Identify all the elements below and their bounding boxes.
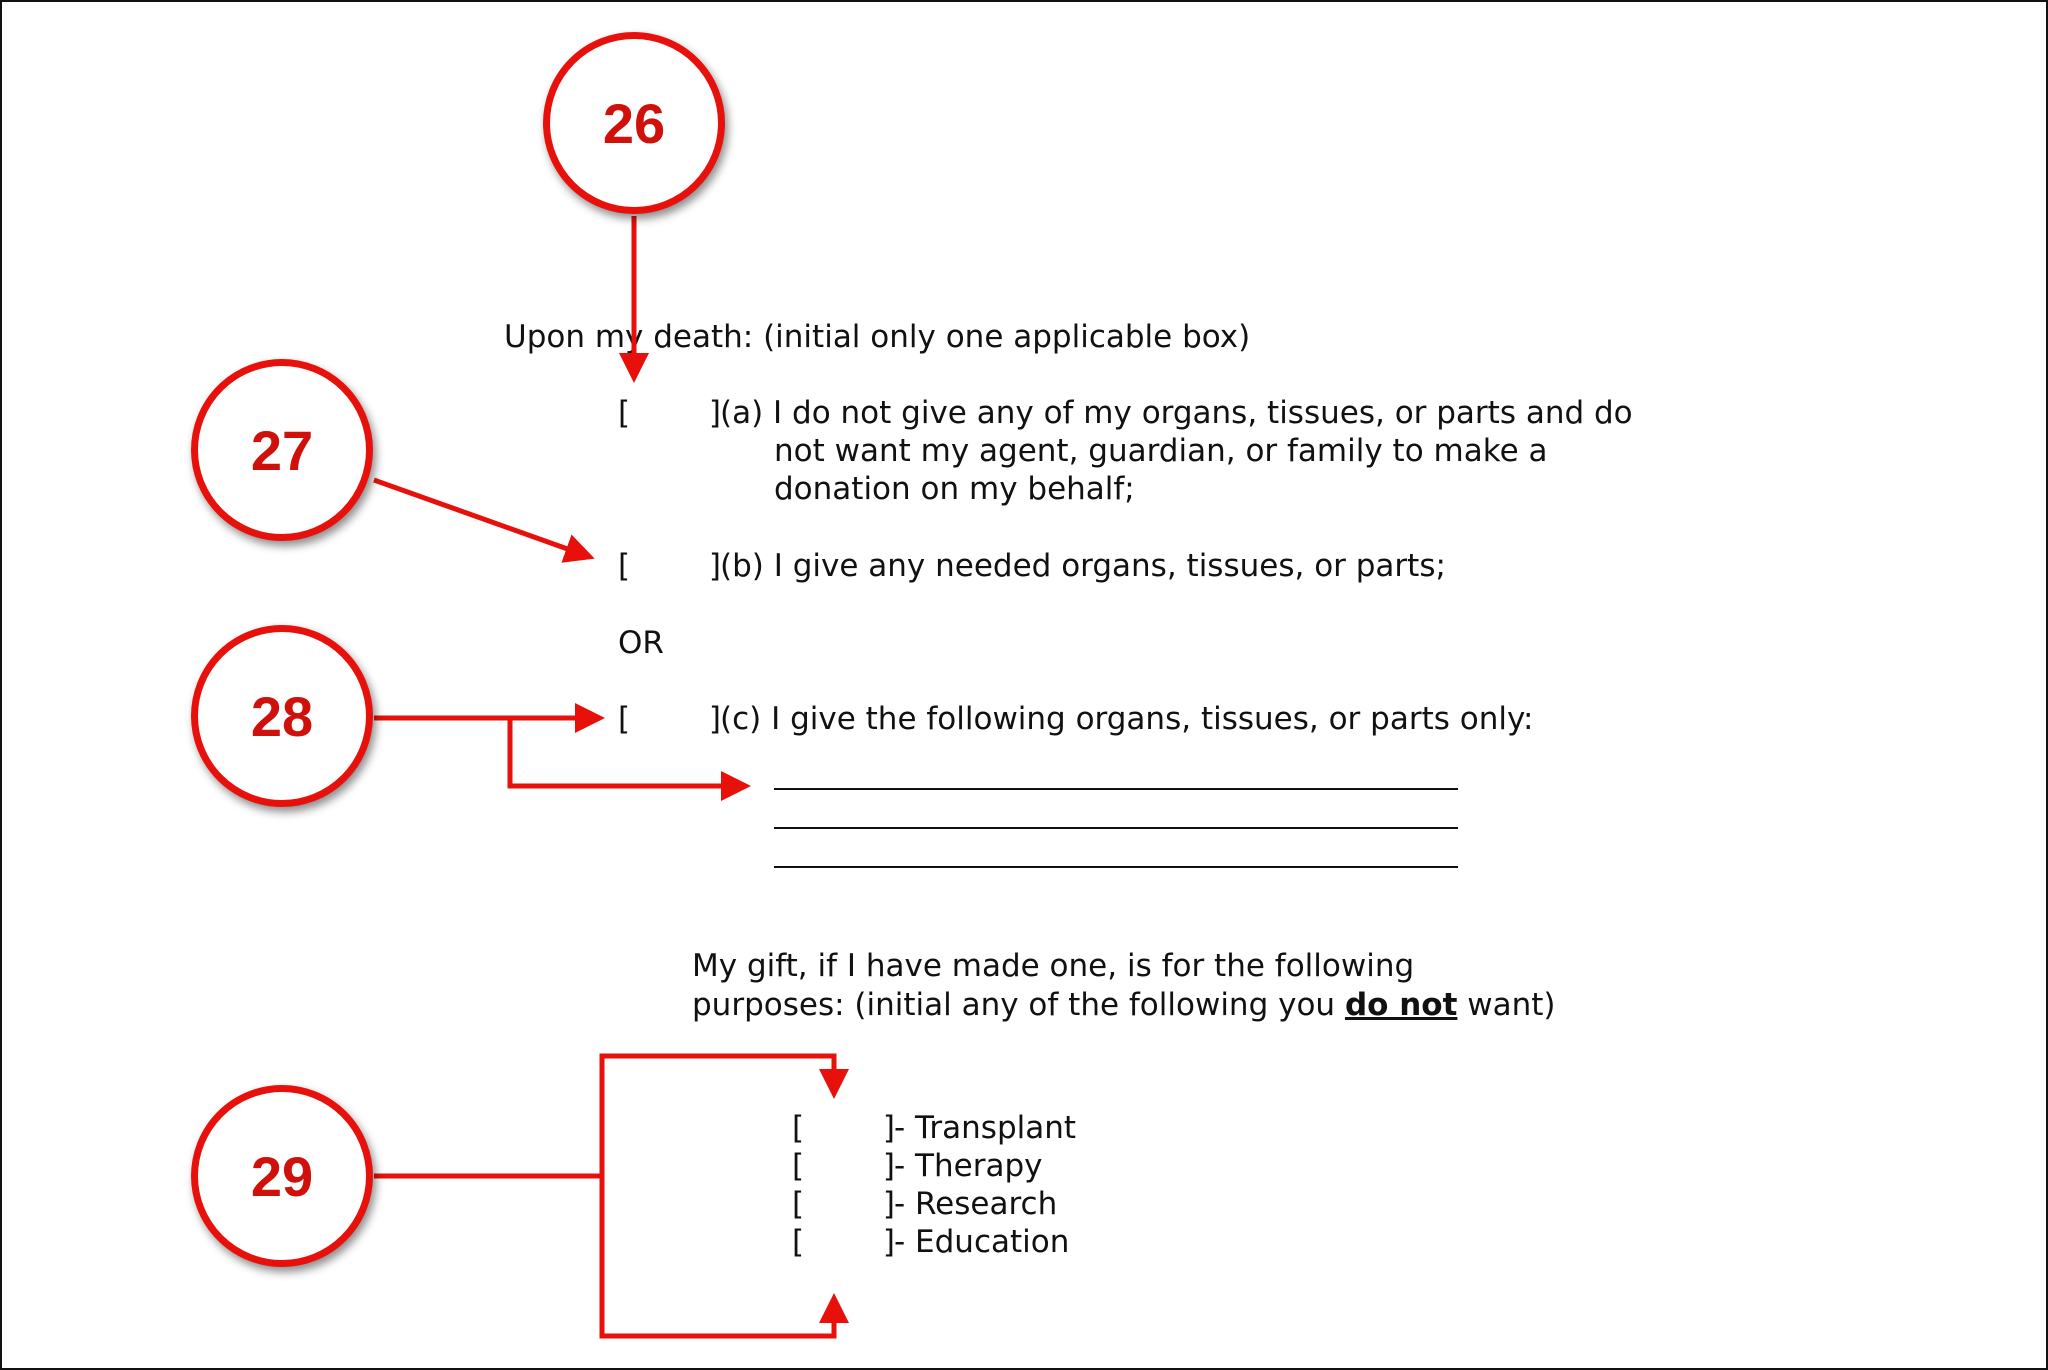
callout-28-number: 28 [250, 684, 314, 748]
option-a-line-1: (a) I do not give any of my organs, tiss… [720, 395, 1633, 431]
purposes-line-2-end: want) [1457, 987, 1556, 1023]
callout-26-number: 26 [602, 91, 666, 155]
purposes-line-2: purposes: (initial any of the following … [692, 986, 1556, 1024]
purpose-label-transplant: - Transplant [894, 1110, 1077, 1146]
callout-29-bracket-top [599, 1053, 849, 1176]
or-label: OR [618, 625, 664, 661]
purpose-box-education[interactable]: [ ] [792, 1224, 896, 1260]
purpose-label-therapy: - Therapy [894, 1148, 1043, 1184]
callout-27-arrow [373, 477, 595, 563]
purposes-line-1: My gift, if I have made one, is for the … [692, 948, 1415, 984]
purpose-box-therapy[interactable]: [ ] [792, 1148, 896, 1184]
callout-28: 28 [191, 625, 373, 807]
purpose-label-research: - Research [894, 1186, 1058, 1222]
option-c-blank-line-2[interactable] [774, 827, 1458, 829]
callout-27: 27 [191, 359, 373, 541]
callout-29-number: 29 [250, 1144, 314, 1208]
option-c-blank-line-3[interactable] [774, 866, 1458, 868]
callout-28-arrow-to-lines [507, 718, 751, 801]
option-b-text: (b) I give any needed organs, tissues, o… [720, 548, 1446, 584]
option-c-text: (c) I give the following organs, tissues… [720, 701, 1534, 737]
option-c-blank-line-1[interactable] [774, 788, 1458, 790]
option-a-line-3: donation on my behalf; [774, 471, 1135, 507]
callout-29-bracket-bottom [599, 1176, 849, 1339]
purpose-label-education: - Education [894, 1224, 1070, 1260]
callout-29: 29 [191, 1085, 373, 1267]
option-a-box[interactable]: [ ] [618, 395, 722, 431]
callout-27-number: 27 [250, 418, 314, 482]
option-c-box[interactable]: [ ] [618, 701, 722, 737]
purposes-emphasis-do-not: do not [1344, 987, 1458, 1023]
purpose-box-research[interactable]: [ ] [792, 1186, 896, 1222]
option-a-line-2: not want my agent, guardian, or family t… [774, 433, 1548, 469]
option-b-box[interactable]: [ ] [618, 548, 722, 584]
purpose-box-transplant[interactable]: [ ] [792, 1110, 896, 1146]
callout-26: 26 [543, 32, 725, 214]
purposes-line-2-start: purposes: (initial any of the following … [692, 987, 1345, 1023]
